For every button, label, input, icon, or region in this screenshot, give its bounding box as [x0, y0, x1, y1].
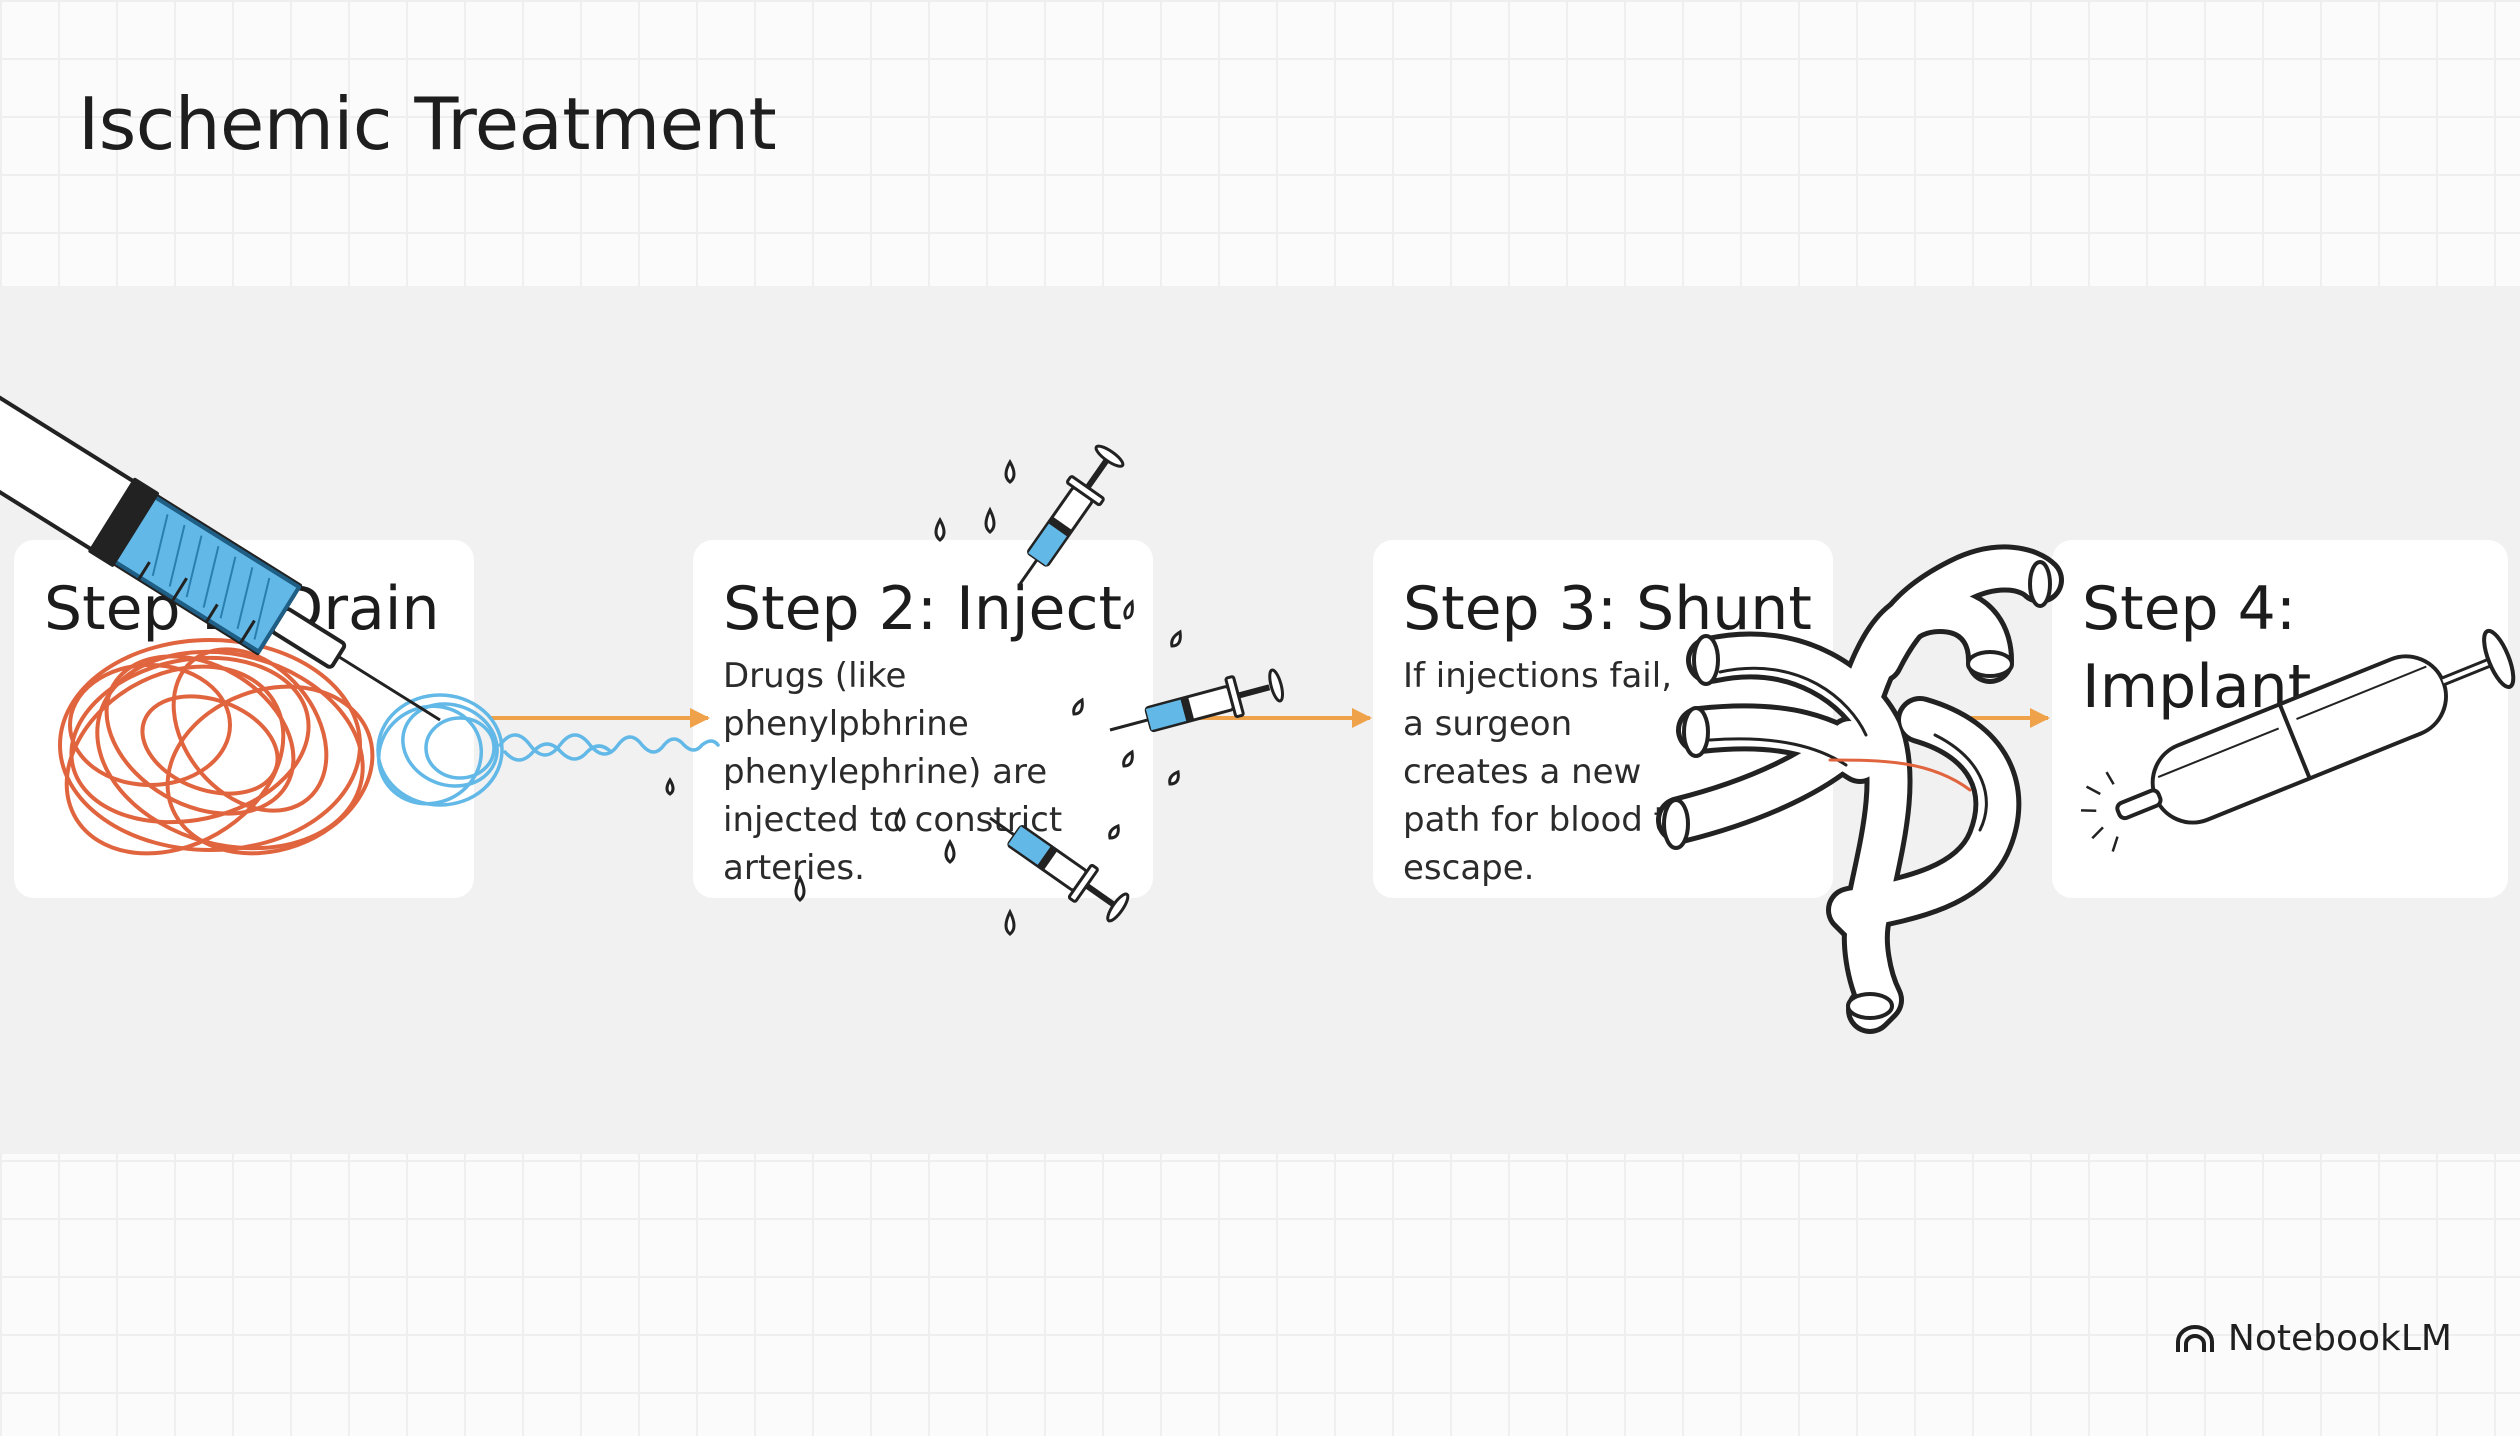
step-description: If injections fail, a surgeon creates a … — [1403, 656, 1688, 888]
step-description: Drugs (like phenylpbhrine phenylephrine)… — [723, 656, 1063, 888]
step-card-shunt: Step 3: Shunt If injections fail, a surg… — [1373, 540, 1833, 898]
step-card-inject: Step 2: Inject Drugs (like phenylpbhrine… — [693, 540, 1153, 898]
step-heading: Step 1: Drain — [44, 574, 440, 644]
notebooklm-logo-icon — [2175, 1324, 2214, 1352]
step-heading: Step 3: Shunt — [1403, 574, 1812, 644]
brand-name: NotebookLM — [2227, 1318, 2452, 1359]
step-card-implant: Step 4: Implant — [2052, 540, 2508, 898]
page-title: Ischemic Treatment — [78, 82, 777, 166]
step-heading: Step 2: Inject — [723, 574, 1122, 644]
step-heading: Step 4: Implant — [2082, 574, 2312, 722]
step-card-drain: Step 1: Drain — [14, 540, 474, 898]
brand-watermark: NotebookLM — [2174, 1318, 2452, 1359]
